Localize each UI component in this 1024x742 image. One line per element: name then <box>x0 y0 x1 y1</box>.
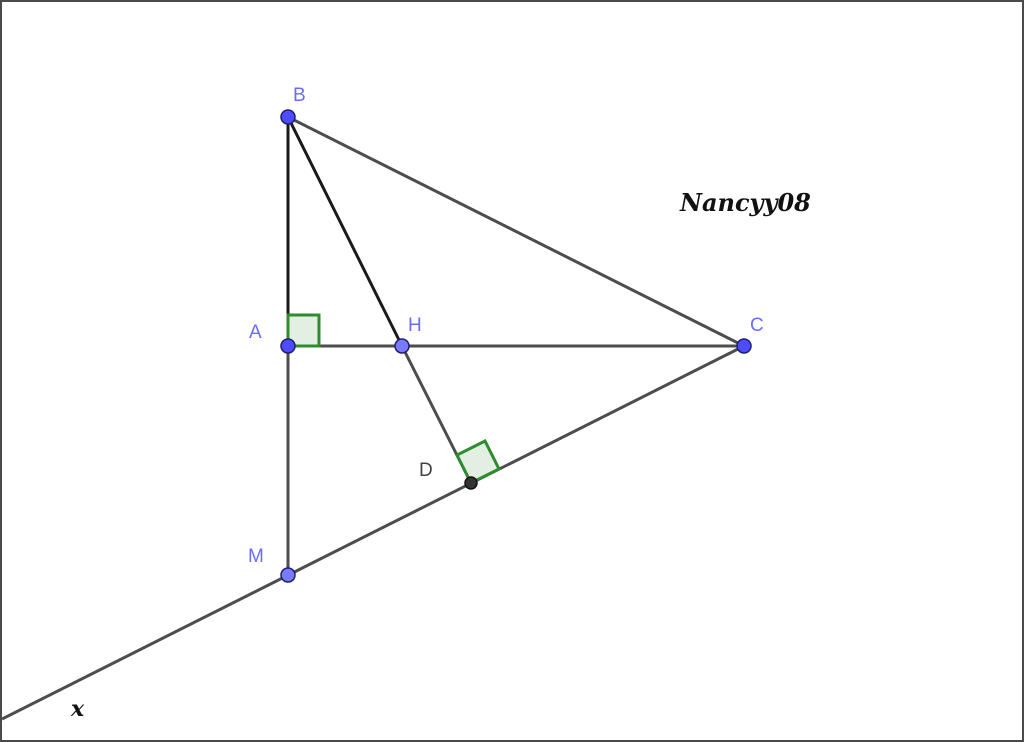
label-b: B <box>293 85 306 106</box>
point-d[interactable] <box>464 476 478 490</box>
segment-bh[interactable] <box>286 116 404 347</box>
line-mc[interactable] <box>2 344 745 721</box>
watermark-text: Nancyy08 <box>679 188 811 217</box>
label-c: C <box>750 315 764 336</box>
angle-label-x: x <box>70 696 85 722</box>
label-m: M <box>248 546 264 567</box>
point-b[interactable] <box>280 109 296 125</box>
label-h: H <box>408 315 422 336</box>
point-a[interactable] <box>280 338 296 354</box>
right-angle-marker-d <box>454 438 502 486</box>
segment-bc[interactable] <box>287 115 745 348</box>
point-c[interactable] <box>736 338 752 354</box>
label-d: D <box>419 460 433 481</box>
label-a: A <box>249 322 262 343</box>
point-m[interactable] <box>280 567 296 583</box>
point-h[interactable] <box>394 338 410 354</box>
